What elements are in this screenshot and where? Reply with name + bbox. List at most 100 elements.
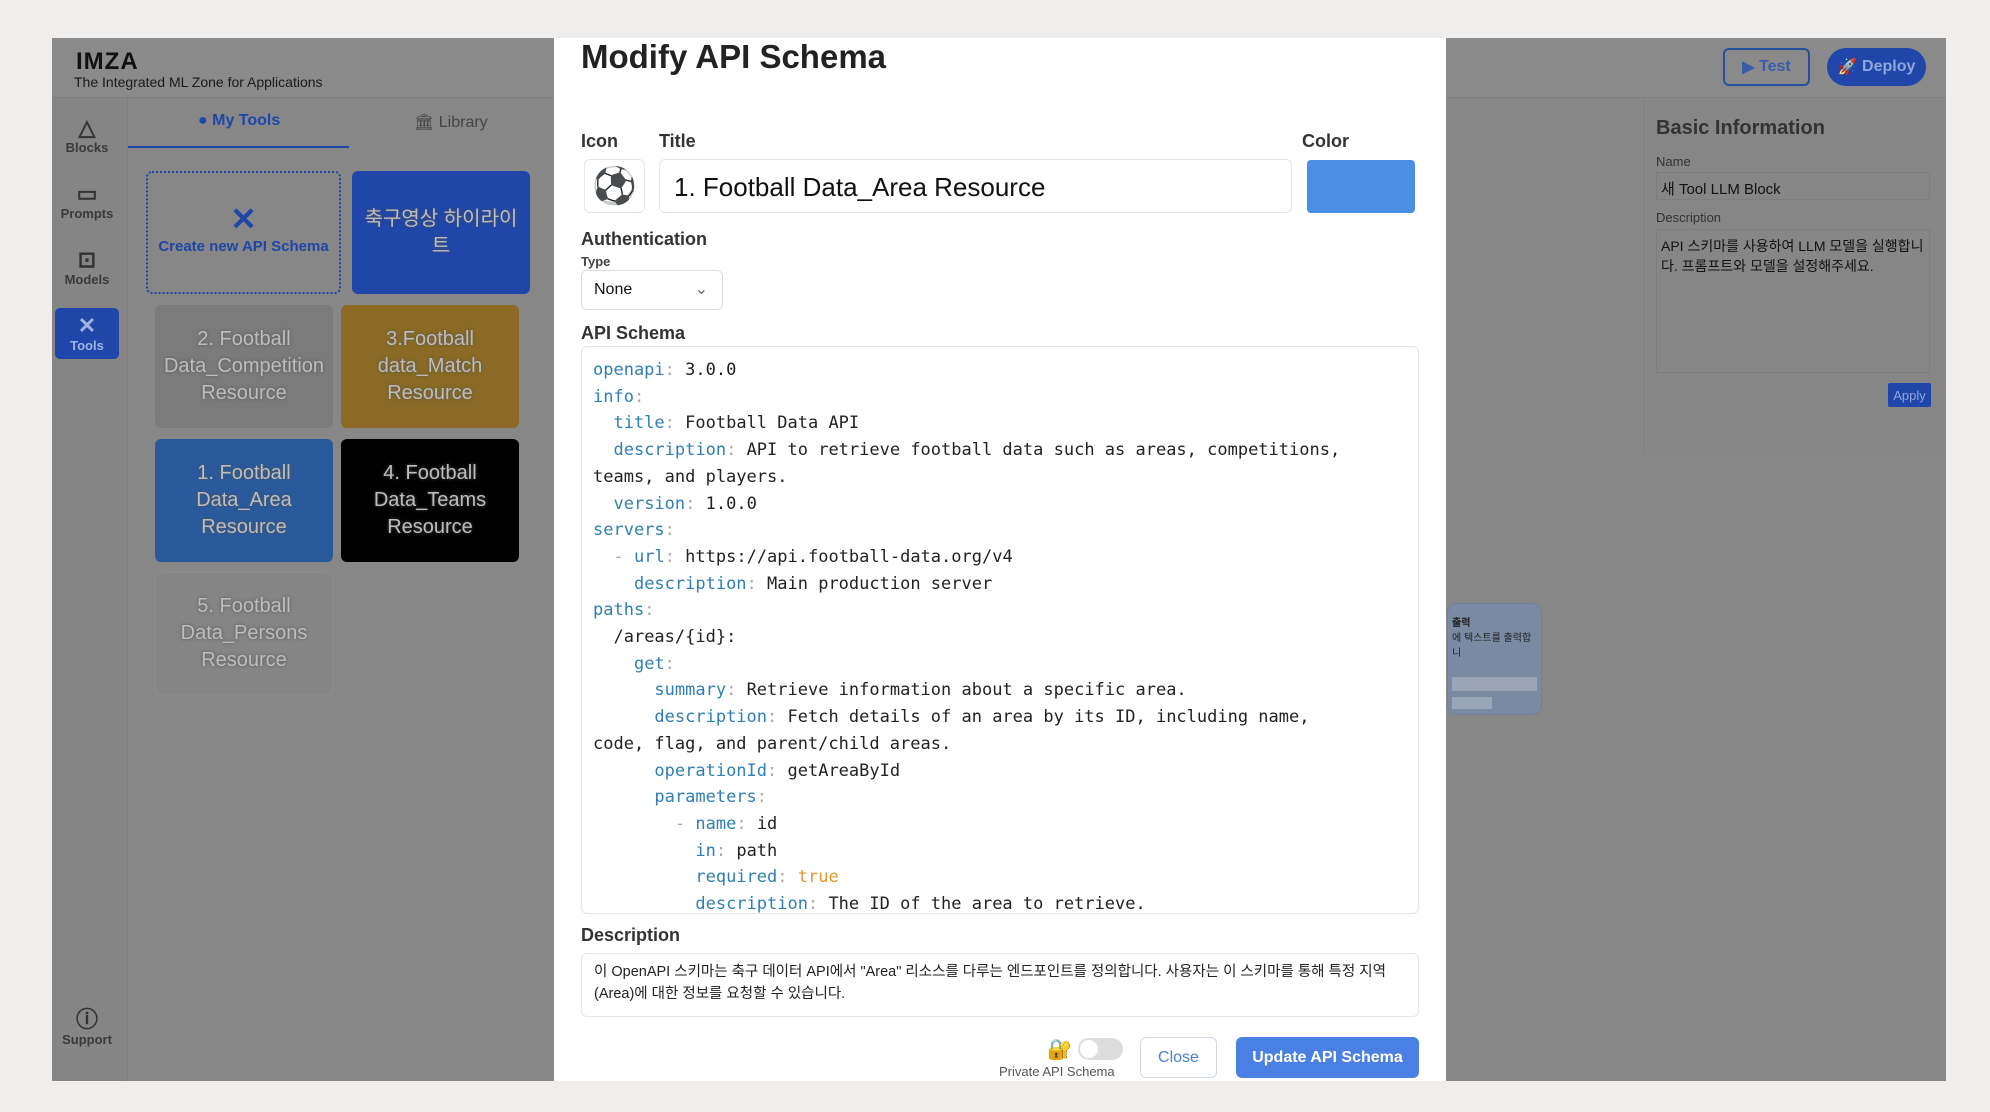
rail-label: Prompts — [60, 206, 114, 221]
help-icon: ⓘ — [75, 1007, 98, 1032]
auth-type-select[interactable]: None ⌄ — [581, 270, 723, 310]
title-input[interactable]: 1. Football Data_Area Resource — [659, 159, 1292, 213]
card-label: 2. Football Data_Competition Resource — [163, 328, 325, 404]
yaml-colon: : — [633, 386, 645, 407]
test-button[interactable]: ▶ Test — [1723, 48, 1810, 86]
yaml-colon: : — [746, 573, 768, 594]
deploy-button[interactable]: 🚀 Deploy — [1827, 48, 1926, 86]
tools-icon: ✕ — [230, 200, 257, 237]
yaml-value: API to retrieve football data such as ar… — [746, 440, 1341, 461]
indent — [593, 413, 613, 433]
tab-label: My Tools — [212, 112, 281, 129]
panel-title: Basic Information — [1656, 117, 1825, 139]
yaml-colon: : — [664, 360, 686, 380]
yaml-key: title — [613, 413, 665, 434]
yaml-colon: : — [664, 653, 675, 674]
name-input[interactable]: 새 Tool LLM Block — [1656, 172, 1930, 200]
create-api-schema-card[interactable]: ✕Create new API Schema — [146, 171, 341, 294]
tool-card[interactable]: 3.Football data_Match Resource — [341, 305, 519, 428]
code-line: summary: Retrieve information about a sp… — [593, 677, 1407, 704]
card-label: 5. Football Data_Persons Resource — [180, 595, 308, 671]
rail-item-tools[interactable]: ✕Tools — [55, 308, 119, 359]
canvas-node[interactable]: 출력 에 텍스트를 출력합니 — [1447, 603, 1542, 715]
indent — [593, 654, 634, 674]
lock-key-icon: 🔐 — [1047, 1039, 1072, 1061]
yaml-key: paths — [593, 600, 645, 621]
yaml-colon: : — [767, 760, 788, 781]
yaml-value: true — [797, 867, 839, 888]
code-line: title: Football Data API — [593, 410, 1407, 437]
description-textarea[interactable]: API 스키마를 사용하여 LLM 모델을 실행합니다. 프롬프트와 모델을 설… — [1656, 229, 1930, 373]
indent — [593, 867, 695, 887]
indent — [593, 680, 654, 700]
support-label: Support — [62, 1032, 112, 1047]
code-line: - url: https://api.football-data.org/v4 — [593, 544, 1407, 571]
modify-api-schema-modal: Modify API Schema Icon Title Color ⚽ 1. … — [554, 38, 1446, 1081]
code-line: parameters: — [593, 784, 1407, 811]
yaml-colon: : — [685, 493, 706, 514]
yaml-value: path — [736, 840, 778, 861]
yaml-value: Football Data API — [685, 413, 860, 434]
code-line: info: — [593, 384, 1407, 411]
yaml-colon: : — [715, 840, 737, 861]
yaml-key: version — [613, 493, 686, 514]
code-line: servers: — [593, 517, 1407, 544]
tool-card[interactable]: 4. Football Data_Teams Resource — [341, 439, 519, 562]
apply-button[interactable]: Apply — [1888, 383, 1931, 407]
yaml-key: parameters — [654, 787, 757, 808]
yaml-key: summary — [654, 680, 727, 701]
yaml-colon: : — [664, 520, 675, 541]
yaml-colon: : — [807, 894, 829, 914]
code-line: description: Main production server — [593, 571, 1407, 598]
properties-panel: Basic Information Name 새 Tool LLM Block … — [1643, 99, 1946, 454]
code-line: description: The ID of the area to retri… — [593, 891, 1407, 914]
indent — [593, 761, 654, 781]
yaml-key: servers — [593, 520, 665, 541]
yaml-key: openapi — [593, 360, 665, 380]
rail-item-prompts[interactable]: ▭Prompts — [55, 182, 119, 222]
authentication-label: Authentication — [581, 229, 707, 249]
tool-card[interactable]: 2. Football Data_Competition Resource — [155, 305, 333, 428]
tab-library[interactable]: 🏛 Library — [414, 112, 488, 132]
yaml-colon: : — [767, 707, 788, 728]
rail-item-blocks[interactable]: △Blocks — [55, 116, 119, 156]
icon-picker[interactable]: ⚽ — [584, 159, 645, 213]
select-value: None — [594, 281, 633, 298]
tab-my-tools[interactable]: ● My Tools — [198, 112, 280, 130]
robot-icon: ⊡ — [77, 247, 97, 272]
color-swatch[interactable] — [1307, 160, 1415, 213]
code-line: required: true — [593, 864, 1407, 891]
yaml-value: 3.0.0 — [685, 360, 737, 380]
yaml-value: id — [756, 813, 778, 834]
code-line: operationId: getAreaById — [593, 758, 1407, 785]
code-line: openapi: 3.0.0 — [593, 357, 1407, 384]
node-text: 에 텍스트를 출력합니 — [1452, 633, 1532, 659]
code-line: code, flag, and parent/child areas. — [593, 731, 1407, 758]
tool-card[interactable]: 1. Football Data_Area Resource — [155, 439, 333, 562]
card-label: Create new API Schema — [158, 237, 329, 255]
private-label: Private API Schema — [999, 1064, 1115, 1079]
private-toggle[interactable] — [1078, 1038, 1123, 1060]
update-api-schema-button[interactable]: Update API Schema — [1236, 1037, 1419, 1078]
chevron-down-icon: ⌄ — [694, 281, 708, 298]
yaml-value: code, flag, and parent/child areas. — [593, 733, 952, 754]
rail-item-models[interactable]: ⊡Models — [55, 247, 119, 288]
rocket-icon: 🚀 — [1837, 59, 1863, 76]
description-textarea[interactable]: 이 OpenAPI 스키마는 축구 데이터 API에서 "Area" 리소스를 … — [581, 953, 1419, 1017]
yaml-value: getAreaById — [787, 760, 901, 781]
tool-card[interactable]: 5. Football Data_Persons Resource — [155, 572, 333, 695]
yaml-colon: : — [644, 600, 655, 621]
code-line: - name: id — [593, 811, 1407, 838]
rail-label: Models — [64, 272, 110, 287]
rail-label: Tools — [70, 338, 104, 353]
yaml-value: Fetch details of an area by its ID, incl… — [787, 707, 1310, 728]
indent — [593, 894, 695, 913]
card-label: 3.Football data_Match Resource — [377, 328, 483, 404]
yaml-value: 1.0.0 — [705, 493, 757, 514]
indent — [593, 627, 613, 647]
code-line: in: path — [593, 838, 1407, 865]
close-button[interactable]: Close — [1140, 1037, 1217, 1078]
tool-card[interactable]: 축구영상 하이라이트 — [352, 171, 530, 294]
